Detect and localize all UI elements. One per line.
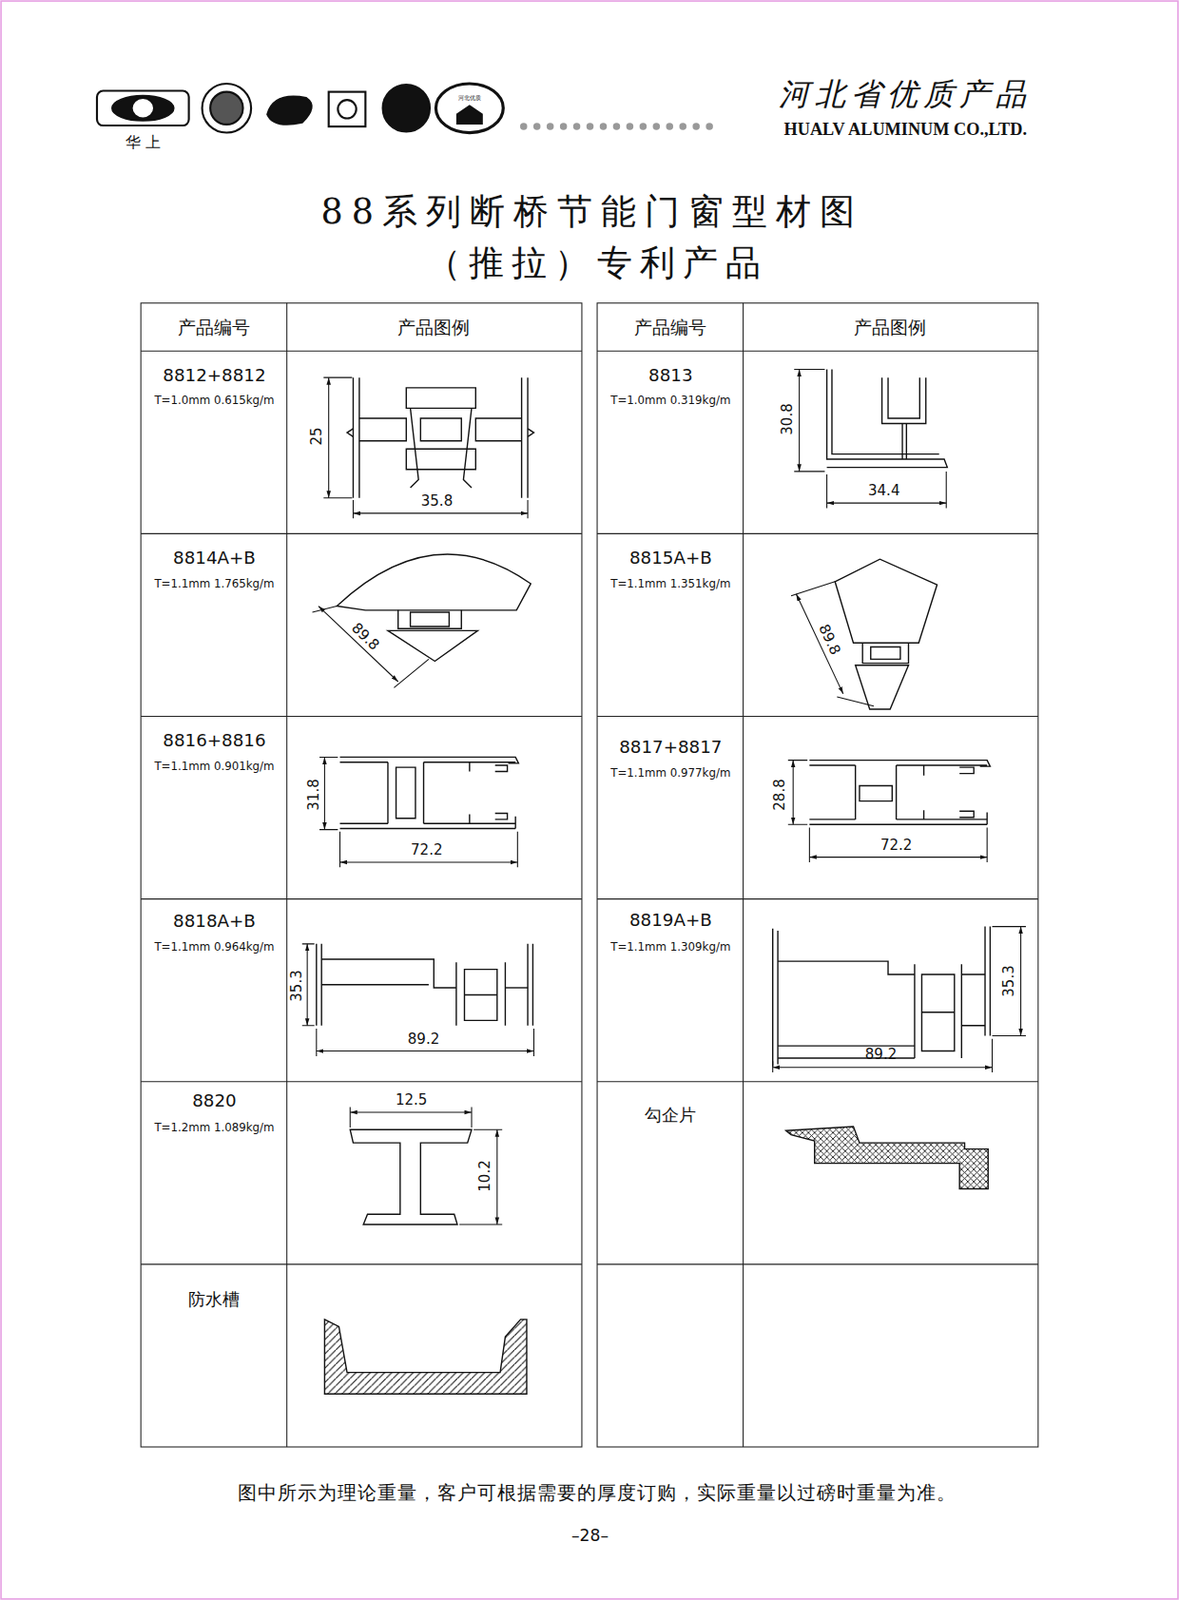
dimension: 34.4 bbox=[868, 483, 900, 501]
product-code: 8817+8817 bbox=[618, 735, 722, 756]
product-code: 8814A+B bbox=[173, 547, 256, 568]
page-number: –28– bbox=[571, 1526, 609, 1547]
header-slogan: 河北省优质产品 bbox=[778, 77, 1032, 113]
dimension: 25 bbox=[309, 427, 326, 446]
dimension: 89.2 bbox=[865, 1046, 897, 1064]
company-name: HUALV ALUMINUM CO.,LTD. bbox=[784, 119, 1027, 140]
dimension: 30.8 bbox=[779, 404, 796, 436]
product-code: 8818A+B bbox=[173, 910, 256, 931]
product-spec: T=1.1mm 0.901kg/m bbox=[154, 761, 274, 775]
product-spec: T=1.1mm 1.351kg/m bbox=[610, 578, 731, 592]
dimension: 89.2 bbox=[407, 1031, 440, 1048]
dimension: 12.5 bbox=[395, 1093, 427, 1110]
product-spec: T=1.1mm 0.964kg/m bbox=[154, 942, 274, 956]
table-header: 产品编号 bbox=[177, 317, 251, 339]
title-line: （推拉）专利产品 bbox=[425, 243, 769, 284]
dimension: 72.2 bbox=[880, 837, 912, 854]
table-header: 产品编号 bbox=[634, 317, 707, 339]
dimension: 10.2 bbox=[477, 1159, 494, 1192]
page-title: 88系列断桥节能门窗型材图 bbox=[320, 192, 863, 232]
dimension: 89.8 bbox=[347, 619, 383, 655]
product-code: 8815A+B bbox=[629, 547, 713, 568]
table-header: 产品图例 bbox=[853, 317, 927, 339]
product-spec: T=1.1mm 1.309kg/m bbox=[610, 942, 731, 956]
logo-text: 华 上 bbox=[125, 134, 161, 153]
product-code: 8812+8812 bbox=[162, 365, 266, 386]
table-header: 产品图例 bbox=[397, 317, 470, 339]
product-code: 8816+8816 bbox=[162, 730, 266, 751]
product-spec: T=1.1mm 1.765kg/m bbox=[154, 578, 274, 592]
product-code: 8813 bbox=[648, 365, 693, 386]
footnote: 图中所示为理论重量，客户可根据需要的厚度订购，实际重量以过磅时重量为准。 bbox=[237, 1482, 957, 1505]
product-spec: T=1.0mm 0.319kg/m bbox=[610, 394, 731, 408]
product-code: 8820 bbox=[192, 1090, 236, 1111]
dimension: 35.3 bbox=[1001, 965, 1018, 997]
product-code: 8819A+B bbox=[629, 909, 713, 930]
seal-text: 河北优质 bbox=[458, 95, 482, 102]
product-name: 勾企片 bbox=[644, 1104, 696, 1125]
product-spec: T=1.2mm 1.089kg/m bbox=[154, 1122, 274, 1137]
dimension: 35.3 bbox=[289, 969, 307, 1002]
product-spec: T=1.0mm 0.615kg/m bbox=[154, 394, 274, 408]
dimension: 89.8 bbox=[814, 621, 844, 658]
dimension: 31.8 bbox=[306, 779, 323, 812]
dimension: 28.8 bbox=[773, 779, 790, 812]
dimension: 72.2 bbox=[410, 843, 443, 860]
product-spec: T=1.1mm 0.977kg/m bbox=[610, 767, 731, 781]
dimension: 35.8 bbox=[421, 494, 453, 511]
product-name: 防水槽 bbox=[188, 1288, 240, 1309]
